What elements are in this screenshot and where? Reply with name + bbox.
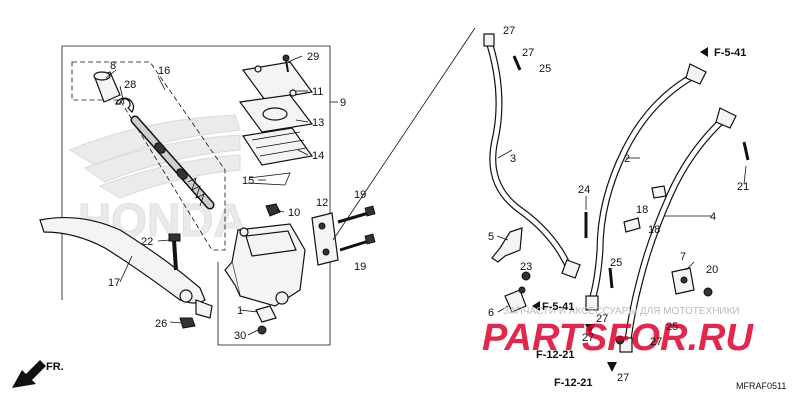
callout-25b: 25	[610, 257, 622, 269]
callout-27b: 27	[522, 47, 534, 59]
ref-f-12-21-mid: F-12-21	[536, 349, 575, 361]
callout-20: 20	[706, 264, 718, 276]
callout-29: 29	[307, 51, 319, 63]
bracket-5	[491, 227, 523, 263]
front-arrow-icon	[12, 360, 46, 388]
callout-24: 24	[578, 184, 590, 196]
ref-f-12-21-bottom: F-12-21	[554, 377, 593, 389]
callout-22: 22	[141, 236, 153, 248]
callout-19a: 19	[354, 189, 366, 201]
reservoir-cap	[241, 61, 314, 101]
clamps-18	[623, 185, 667, 233]
callout-8: 8	[110, 60, 116, 72]
callout-labels: 1 2 3 4 5 6 7 8 9 10 11 12 13 14 15 16 1…	[108, 25, 749, 384]
callout-18a: 18	[636, 204, 648, 216]
shop-watermark: ЗАПЧАСТИ И АКСЕССУАРЫ ДЛЯ МОТОТЕХНИКИ PA…	[482, 306, 754, 359]
pivot-bolt-22	[168, 233, 181, 271]
callout-27c: 27	[596, 313, 608, 325]
piston-set-frame	[71, 61, 226, 251]
boot-8	[93, 71, 121, 103]
callout-9: 9	[340, 97, 346, 109]
callout-5: 5	[488, 231, 494, 243]
callout-27a: 27	[503, 25, 515, 37]
callout-18b: 18	[648, 224, 660, 236]
callout-15: 15	[242, 175, 254, 187]
reference-arrow-icons	[532, 47, 708, 372]
shop-watermark-subtitle: ЗАПЧАСТИ И АКСЕССУАРЫ ДЛЯ МОТОТЕХНИКИ	[503, 306, 740, 317]
nut-26	[179, 317, 196, 329]
callout-12: 12	[316, 197, 328, 209]
callout-27e: 27	[650, 336, 662, 348]
circlip-28	[115, 97, 135, 113]
screw-10	[265, 203, 281, 217]
callout-4: 4	[710, 211, 716, 223]
leader-lines	[105, 55, 747, 336]
brake-hose-2	[585, 63, 707, 311]
bolts-19	[337, 205, 376, 252]
bracket-6	[504, 286, 527, 313]
callout-6: 6	[488, 307, 494, 319]
shop-watermark-site: PARTSFOR.RU	[482, 317, 754, 359]
callout-16: 16	[158, 65, 170, 77]
callout-17: 17	[108, 277, 120, 289]
ref-f-5-41-top: F-5-41	[714, 47, 746, 59]
callout-25a: 25	[539, 63, 551, 75]
callout-25c: 25	[666, 321, 678, 333]
brake-hose-3	[483, 33, 581, 279]
callout-27f: 27	[617, 372, 629, 384]
holder-12	[311, 212, 339, 266]
callout-28: 28	[124, 79, 136, 91]
brake-lever	[39, 216, 213, 319]
callout-27d: 27	[582, 332, 594, 344]
callout-3: 3	[510, 153, 516, 165]
screw-29	[282, 54, 290, 73]
callout-2: 2	[624, 153, 630, 165]
ref-f-5-41-mid: F-5-41	[542, 301, 574, 313]
clip-15	[247, 172, 291, 186]
callout-14: 14	[312, 150, 324, 162]
switch-30	[255, 305, 277, 335]
diaphragm-plate	[238, 94, 314, 133]
diagram-code: MFRAF0511	[736, 381, 786, 391]
callout-21: 21	[737, 181, 749, 193]
callout-1: 1	[237, 305, 243, 317]
callout-23: 23	[520, 261, 532, 273]
callout-10: 10	[288, 207, 300, 219]
reference-codes: F-5-41 F-5-41 F-12-21 F-12-21	[536, 47, 746, 389]
front-label: FR.	[46, 361, 64, 373]
assembly-leader	[332, 27, 476, 241]
callout-7: 7	[680, 251, 686, 263]
bolts-hardware	[512, 55, 750, 345]
brake-hose-4	[619, 107, 737, 353]
callout-19b: 19	[354, 261, 366, 273]
master-cylinder-frame	[61, 45, 338, 346]
callout-26: 26	[155, 318, 167, 330]
diaphragm	[241, 127, 314, 166]
callout-11: 11	[312, 86, 323, 98]
piston-16	[130, 115, 215, 210]
master-cylinder-body	[224, 223, 306, 307]
callout-30: 30	[234, 330, 246, 342]
callout-13: 13	[312, 117, 324, 129]
joint-7	[671, 267, 695, 295]
